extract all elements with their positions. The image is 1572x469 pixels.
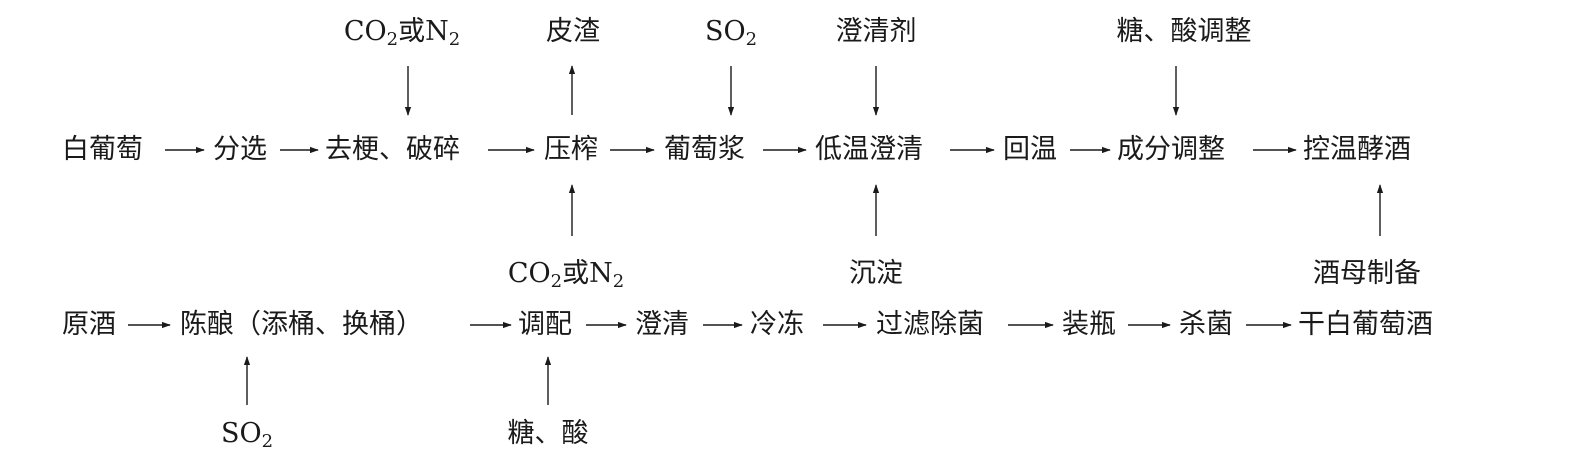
node-dry-white-wine: 干白葡萄酒 (1298, 309, 1433, 340)
node-composition-adjust: 成分调整 (1117, 134, 1225, 165)
node-bottling: 装瓶 (1062, 309, 1116, 340)
node-blending: 调配 (518, 309, 572, 340)
label-so2-top: SO2 (704, 16, 758, 50)
node-destem-crush: 去梗、破碎 (325, 134, 460, 165)
node-rewarm: 回温 (1003, 134, 1057, 165)
node-sorting: 分选 (213, 134, 267, 165)
node-aging: 陈酿（添桶、换桶） (180, 309, 423, 340)
label-so2-aging: SO2 (220, 418, 274, 452)
label-sediment: 沉淀 (849, 258, 903, 289)
label-pomace: 皮渣 (546, 16, 600, 47)
node-clarifying: 澄清 (635, 309, 689, 340)
node-filter-sterilize: 过滤除菌 (876, 309, 984, 340)
label-sugar-acid-adjust: 糖、酸调整 (1116, 16, 1252, 47)
node-cold-clarify: 低温澄清 (815, 134, 923, 165)
label-crush-gas: CO2或N2 (343, 16, 461, 50)
label-press-gas: CO2或N2 (507, 258, 625, 292)
label-clarifier: 澄清剂 (835, 16, 917, 47)
node-sterilization: 杀菌 (1179, 309, 1233, 340)
node-base-wine: 原酒 (62, 309, 116, 340)
node-white-grape: 白葡萄 (62, 134, 143, 165)
label-sugar-acid: 糖、酸 (507, 418, 589, 449)
node-grape-must: 葡萄浆 (664, 134, 745, 165)
label-yeast-prep: 酒母制备 (1313, 258, 1421, 289)
node-freezing: 冷冻 (750, 309, 804, 340)
node-pressing: 压榨 (544, 134, 598, 165)
node-controlled-ferment: 控温酵酒 (1303, 134, 1411, 165)
